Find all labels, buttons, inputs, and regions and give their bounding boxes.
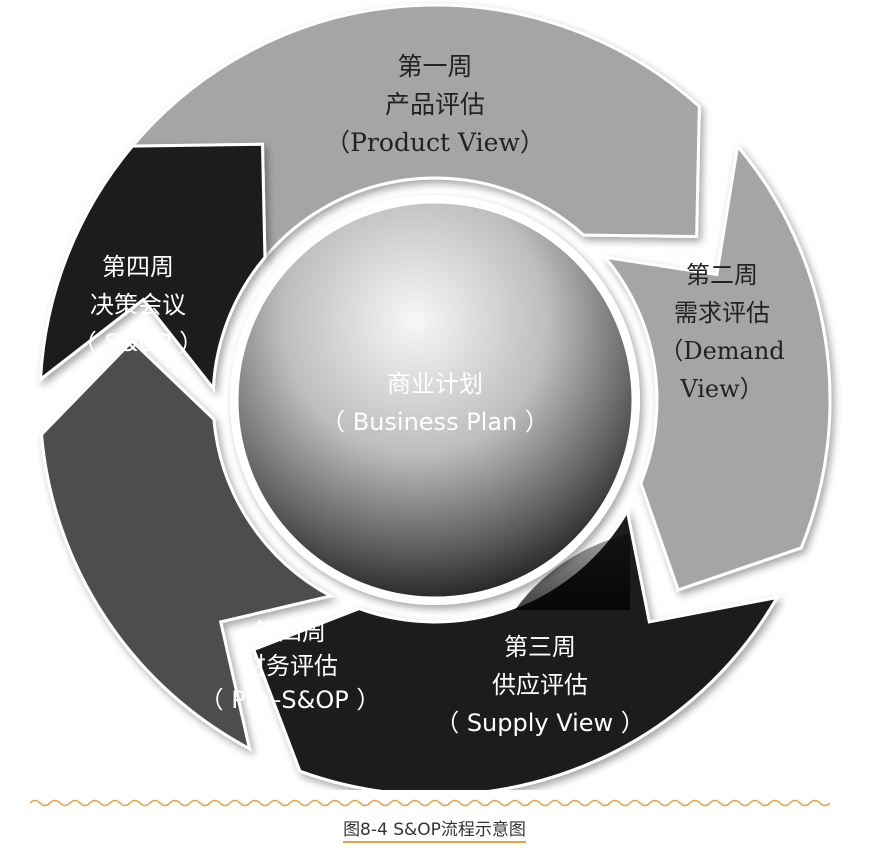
- segment-label-week3-line-3: （ Supply View ）: [435, 709, 645, 737]
- segment-label-week2-line-2: 需求评估: [674, 299, 770, 327]
- hub-title: 商业计划: [387, 370, 483, 398]
- arrow-segment-week1: [129, 3, 701, 262]
- caption-text: 图8-4 S&OP流程示意图: [343, 820, 526, 843]
- segment-label-week4a-line-3: （ Pre–S&OP ）: [200, 686, 381, 714]
- segment-label-week3-line-1: 第三周: [504, 633, 576, 661]
- segment-label-week4a-line-1: 第四周: [254, 618, 326, 646]
- segment-label-week4a-line-2: 财务评估: [242, 652, 338, 680]
- arrow-segment-week4a: [39, 339, 335, 752]
- central-hub: 商业计划 （ Business Plan ）: [230, 195, 640, 610]
- segment-label-week1-line-2: 产品评估: [385, 90, 485, 119]
- segment-label-week2-line-3: （Demand: [659, 337, 784, 365]
- segment-label-week2-line-1: 第二周: [686, 261, 758, 289]
- arrow-segment-week4b: [38, 142, 267, 393]
- arrow-segment-week2: [601, 142, 832, 592]
- segment-label-week2-line-4: View）: [679, 375, 763, 403]
- wavy-divider: [30, 799, 830, 807]
- segment-label-week4b-line-1: 第四周: [102, 253, 174, 281]
- segment-label-week1-line-1: 第一周: [397, 52, 472, 81]
- cycle-ring: [38, 3, 832, 790]
- segment-label-week1-line-3: （Product View）: [325, 128, 545, 157]
- hub-subtitle: （ Business Plan ）: [321, 408, 549, 436]
- figure-caption: 图8-4 S&OP流程示意图: [0, 815, 869, 843]
- segment-label-week4b-line-3: （ S&OP ）: [73, 329, 204, 357]
- segment-label-week4b-line-2: 决策会议: [90, 291, 186, 319]
- segment-label-week3-line-2: 供应评估: [492, 671, 588, 699]
